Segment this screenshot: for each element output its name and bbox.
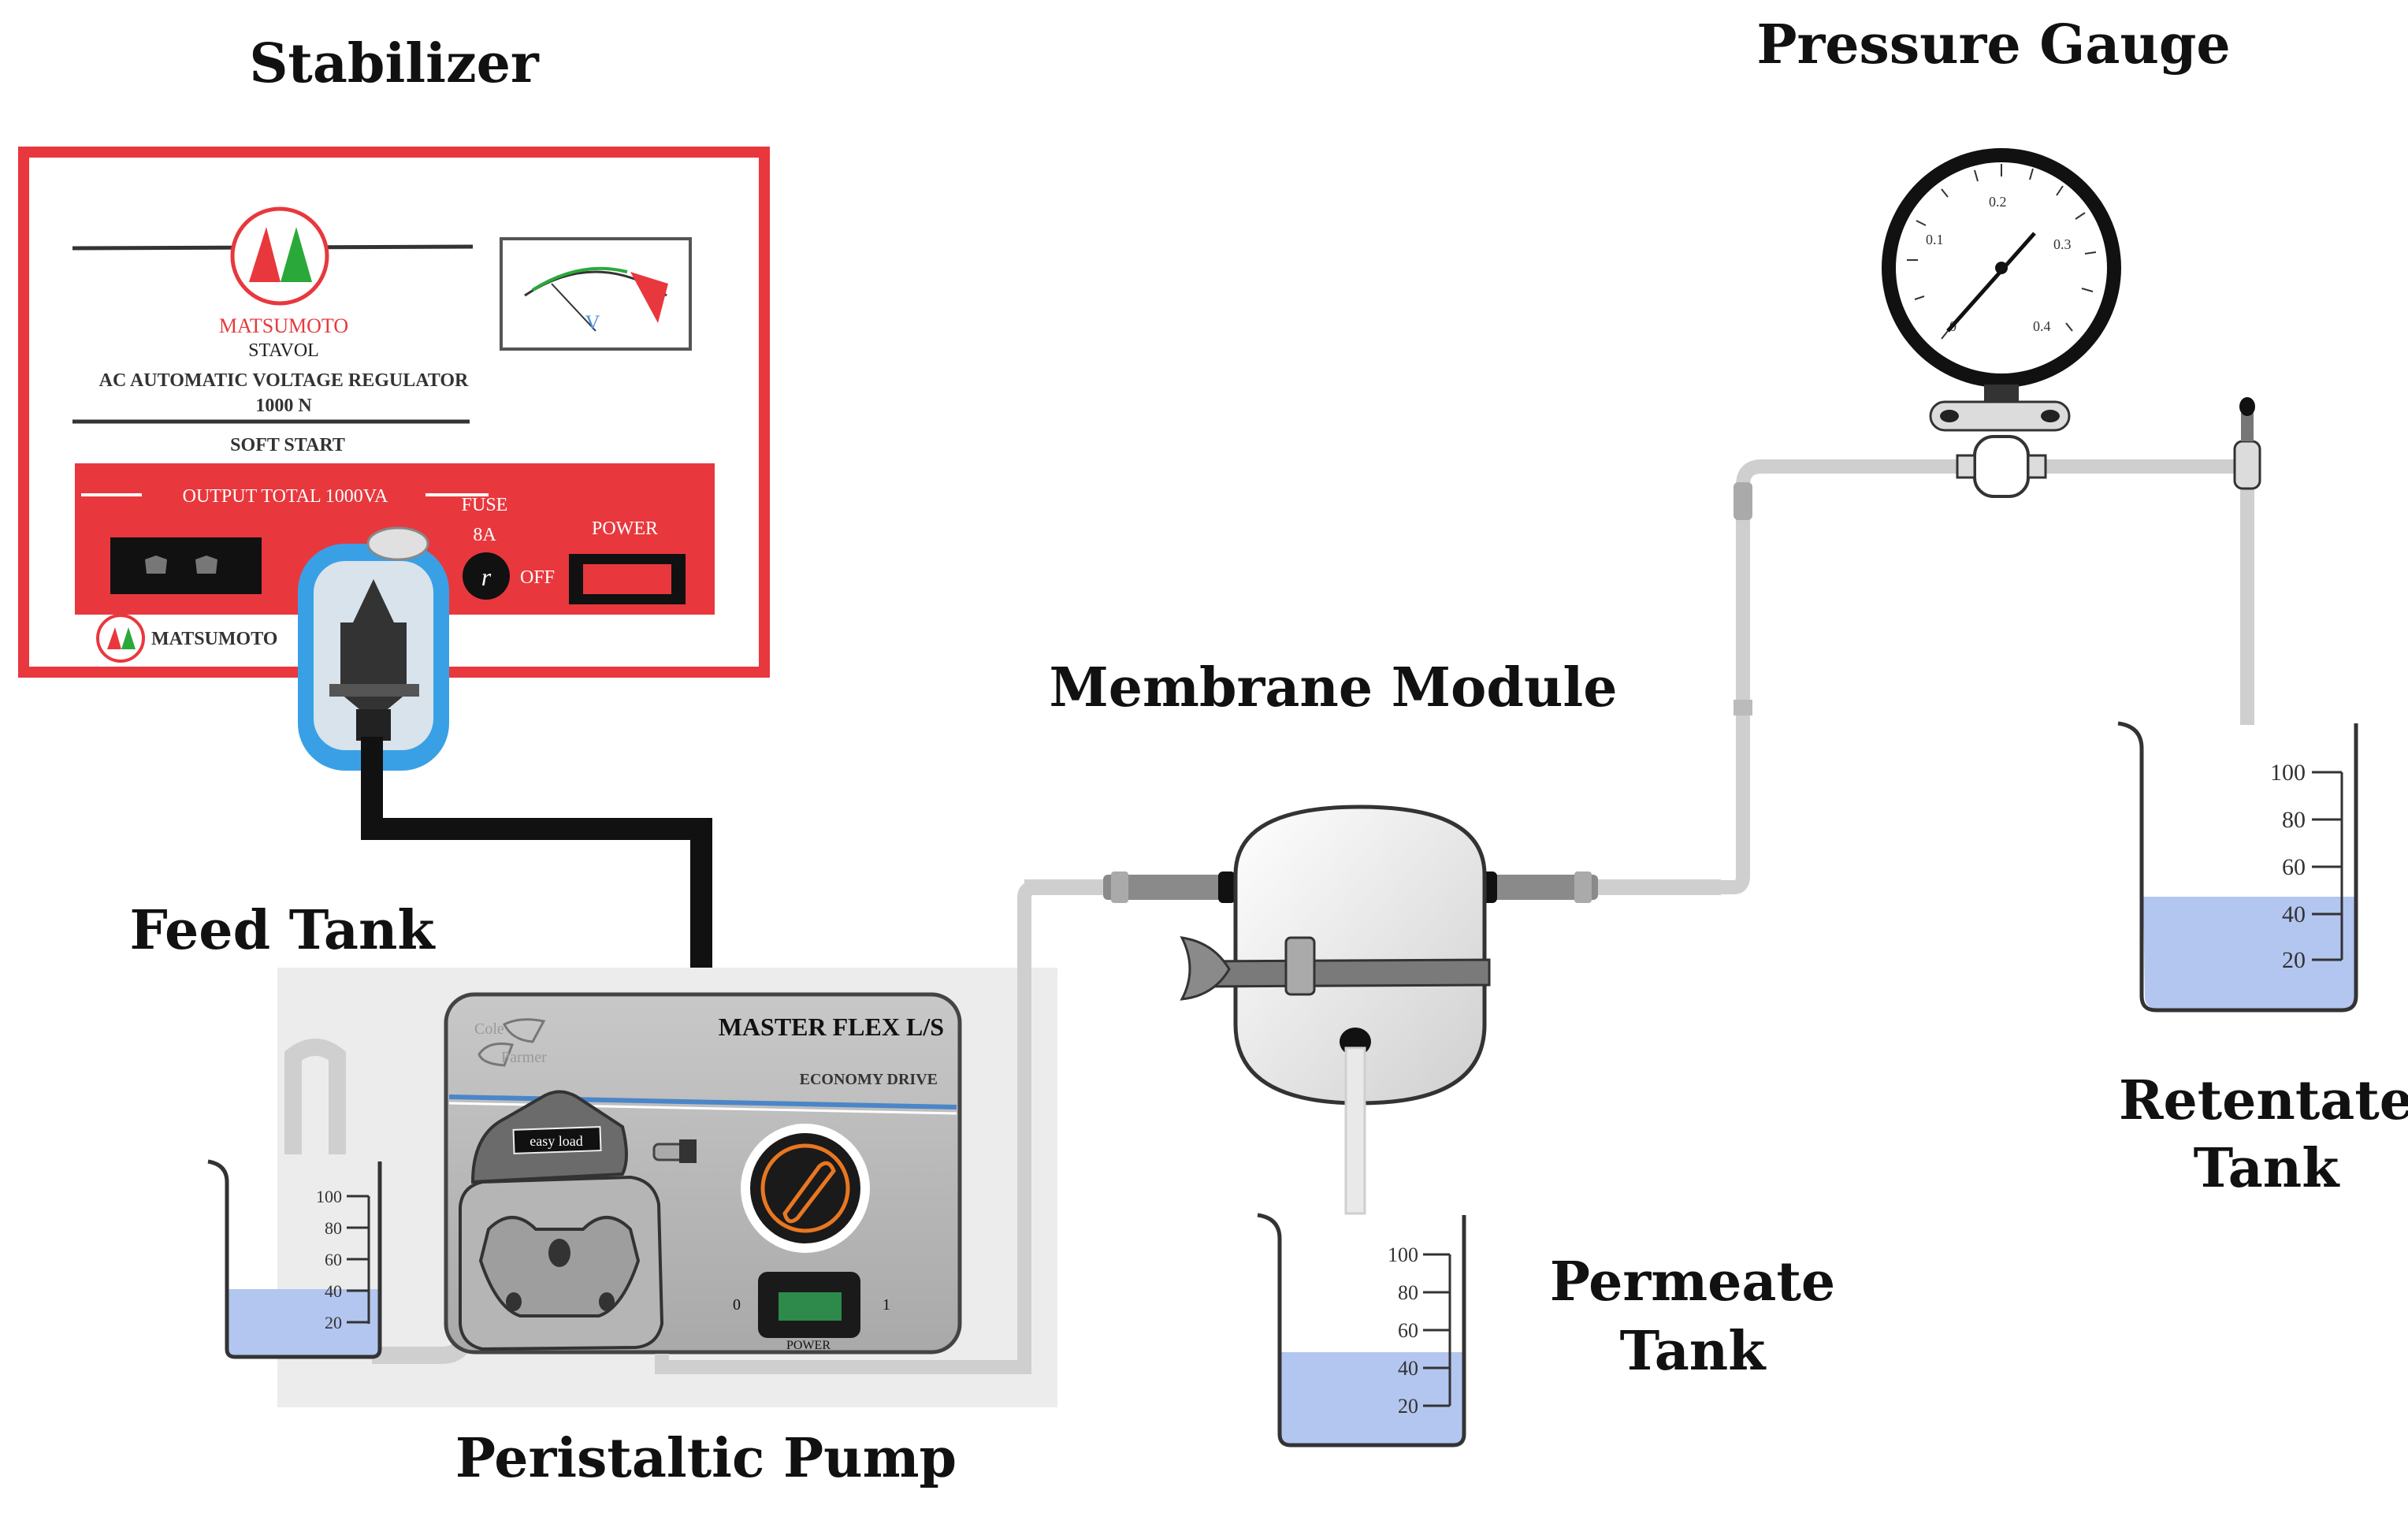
fuse-rating: 8A (473, 525, 496, 545)
pressure-gauge: 0 0.1 0.2 0.3 0.4 (1882, 148, 2121, 498)
feed-tank: 100 80 60 40 20 (207, 1159, 382, 1359)
power-switch[interactable] (569, 554, 686, 604)
label-feed-tank: Feed Tank (129, 899, 436, 962)
pump-subtitle: ECONOMY DRIVE (800, 1071, 938, 1088)
gauge-tick-3: 0.3 (2053, 236, 2072, 252)
voltmeter-unit: V (585, 311, 600, 334)
pump-head[interactable]: easy load (459, 1090, 697, 1351)
switch-label: POWER (786, 1339, 831, 1352)
membrane-module (1024, 805, 1721, 1106)
switch-on-label: 1 (883, 1296, 890, 1314)
pump-power-switch[interactable]: 0 1 POWER (733, 1272, 890, 1352)
module-body (1233, 805, 1487, 1106)
permeate-tank: 100 80 60 40 20 (1257, 1213, 1466, 1448)
feed-intake-tube (284, 1039, 346, 1154)
scale-label: 100 (316, 1187, 342, 1206)
svg-text:Cole: Cole (474, 1020, 504, 1038)
power-label: POWER (592, 518, 658, 539)
stabilizer-description: AC AUTOMATIC VOLTAGE REGULATOR (99, 370, 469, 391)
scale-label: 60 (325, 1250, 342, 1269)
pump-title: MASTER FLEX L/S (719, 1013, 944, 1041)
label-retentate-tank-line2: Tank (2194, 1137, 2341, 1200)
fuse-holder[interactable]: r (463, 552, 510, 600)
stabilizer-model: STAVOL (248, 340, 319, 361)
stabilizer-rating: 1000 N (255, 396, 312, 416)
gauge-tick-4: 0.4 (2033, 318, 2051, 334)
label-membrane-module: Membrane Module (1049, 656, 1617, 719)
gauge-tick-2: 0.2 (1989, 194, 2007, 210)
retentate-valve[interactable] (2233, 397, 2261, 490)
scale-label: 100 (1388, 1243, 1418, 1266)
label-stabilizer: Stabilizer (249, 32, 540, 95)
scale-label: 80 (325, 1218, 342, 1238)
gauge-needle (1946, 232, 2036, 333)
scale-label: 40 (2282, 901, 2306, 927)
stabilizer-brand: MATSUMOTO (219, 314, 348, 337)
label-pressure-gauge: Pressure Gauge (1756, 13, 2230, 76)
power-cable (361, 737, 712, 994)
speed-dial[interactable] (741, 1124, 870, 1253)
bottom-brand: MATSUMOTO (151, 629, 277, 649)
output-label: OUTPUT TOTAL 1000VA (183, 486, 388, 507)
matsumoto-logo (72, 206, 474, 306)
scale-label: 100 (2270, 760, 2306, 786)
off-label: OFF (520, 567, 555, 588)
tube-fitting (1734, 482, 1752, 520)
scale-label: 20 (1398, 1395, 1418, 1418)
power-plug (298, 526, 449, 771)
retentate-line (1721, 459, 2246, 894)
retentate-tank: 100 80 60 40 20 (2117, 721, 2358, 1013)
svg-text:Parmer: Parmer (501, 1049, 547, 1066)
permeate-tube (1344, 1046, 1366, 1215)
scale-label: 80 (2282, 807, 2306, 833)
scale-label: 60 (1398, 1319, 1418, 1342)
scale-label: 40 (325, 1281, 342, 1301)
feed-tank-scale: 100 80 60 40 20 (316, 1187, 370, 1332)
switch-off-label: 0 (733, 1296, 741, 1314)
label-peristaltic-pump: Peristaltic Pump (455, 1427, 957, 1490)
permeate-liquid (1278, 1352, 1462, 1445)
scale-label: 20 (2282, 947, 2306, 973)
scale-label: 60 (2282, 854, 2306, 880)
gauge-tick-1: 0.1 (1926, 232, 1944, 247)
label-retentate-tank-line1: Retentate (2119, 1069, 2408, 1132)
retentate-liquid (2143, 897, 2354, 1009)
fuse-label: FUSE (462, 495, 508, 515)
cole-parmer-logo: Cole Parmer (474, 1018, 547, 1067)
label-permeate-tank-line1: Permeate (1550, 1251, 1835, 1314)
scale-label: 40 (1398, 1357, 1418, 1380)
voltmeter: V (500, 237, 692, 351)
output-socket[interactable] (110, 537, 262, 594)
easy-load-label: easy load (530, 1133, 582, 1149)
label-permeate-tank-line2: Tank (1620, 1320, 1767, 1383)
peristaltic-pump: Cole Parmer MASTER FLEX L/S ECONOMY DRIV… (444, 992, 962, 1355)
svg-text:r: r (481, 563, 492, 591)
scale-label: 20 (325, 1313, 342, 1332)
stabilizer-soft-start: SOFT START (230, 435, 345, 455)
bottom-logo (96, 614, 145, 663)
scale-label: 80 (1398, 1281, 1418, 1304)
feed-liquid (225, 1289, 380, 1357)
